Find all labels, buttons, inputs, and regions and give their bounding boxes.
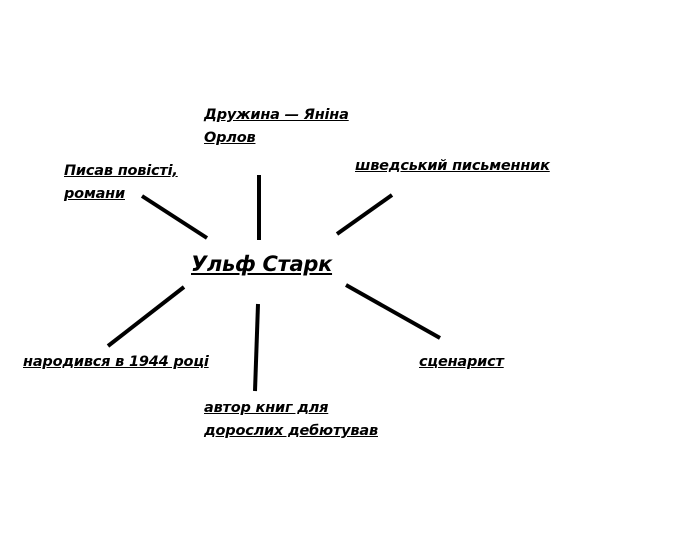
connector-line-novels: [140, 194, 209, 240]
node-born: народився в 1944 році: [23, 354, 209, 370]
node-author: автор книг для дорослих дебютував: [204, 400, 378, 439]
connector-line-screenwriter: [345, 283, 441, 340]
central-topic: Ульф Старк: [191, 252, 333, 276]
node-novels: Писав повісті, романи: [64, 163, 178, 202]
node-writer: шведський письменник: [355, 158, 550, 174]
connector-line-author: [253, 303, 260, 392]
node-wife: Дружина — Яніна Орлов: [204, 107, 349, 146]
connector-line-born: [106, 285, 186, 348]
node-screenwriter: сценарист: [419, 354, 504, 370]
connector-line-writer: [335, 193, 394, 236]
